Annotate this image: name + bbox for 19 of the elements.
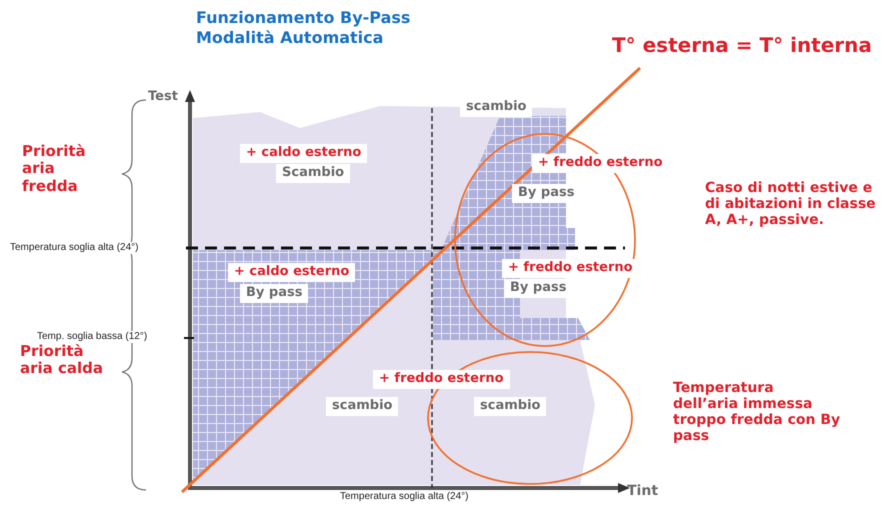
axis-label: Temperatura soglia alta (24°) <box>340 491 469 502</box>
zone-label: scambio <box>326 397 398 416</box>
axis-label: Temp. soglia bassa (12°) <box>37 331 148 342</box>
title: Funzionamento By-Pass Modalità Automatica <box>196 8 412 48</box>
zone-label: scambio <box>474 397 546 416</box>
zone-label: + caldo esterno <box>240 144 368 163</box>
note-text: Caso di notti estive e di abitazioni in classe A, A+, passive. <box>705 180 877 228</box>
side-label: Priorità aria fredda <box>22 143 87 195</box>
side-label: Priorità aria calda <box>20 343 104 378</box>
axis-label: Test <box>148 90 178 105</box>
zone-label: + caldo esterno <box>228 263 356 282</box>
zone-label: + freddo esterno <box>373 370 510 389</box>
axis-label: Tint <box>627 483 658 500</box>
zone-label: Scambio <box>276 164 350 183</box>
note-text: Temperatura dell’aria immessa troppo fredda con By pass <box>673 380 842 444</box>
axis-label: Temperatura soglia alta (24°) <box>10 242 139 254</box>
formula-label: T° esterna = T° interna <box>612 34 872 57</box>
zone-label: scambio <box>460 98 532 117</box>
zone-label: By pass <box>240 284 308 303</box>
